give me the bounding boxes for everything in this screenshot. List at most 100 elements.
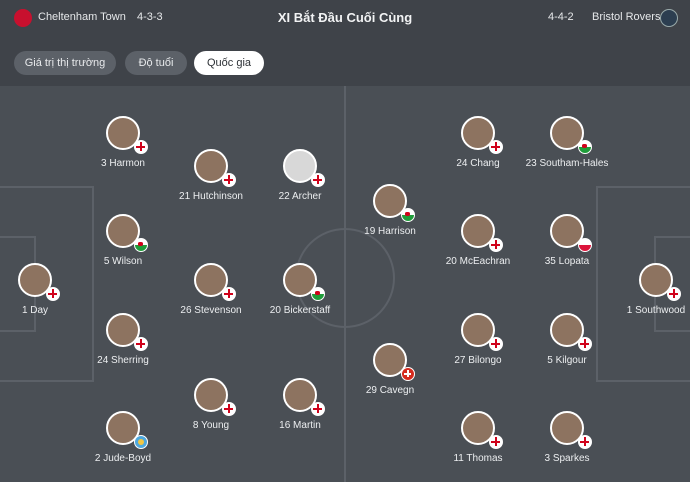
player-day[interactable]: 1 Day: [0, 263, 95, 316]
player-thomas[interactable]: 11 Thomas: [418, 411, 538, 464]
home-penalty-box: [0, 186, 94, 382]
player-southam-hales[interactable]: 23 Southam-Hales: [507, 116, 627, 169]
england-flag-icon: [578, 435, 592, 449]
avatar: [550, 411, 592, 449]
avatar: [106, 411, 148, 449]
england-flag-icon: [489, 140, 503, 154]
wales-flag-icon: [134, 238, 148, 252]
player-label: 24 Chang: [456, 158, 500, 169]
avatar: [373, 343, 415, 381]
poland-flag-icon: [578, 238, 592, 252]
avatar: [373, 184, 415, 222]
player-label: 35 Lopata: [544, 256, 590, 267]
page-title: XI Bắt Đầu Cuối Cùng: [277, 10, 413, 25]
avatar: [18, 263, 60, 301]
avatar: [106, 116, 148, 154]
england-flag-icon: [134, 337, 148, 351]
player-archer[interactable]: 22 Archer: [240, 149, 360, 202]
player-label: 21 Hutchinson: [179, 191, 243, 202]
player-chang[interactable]: 24 Chang: [418, 116, 538, 169]
pitch: 1 Day 3 Harmon 5 Wilson 24 Sherring 2 Ju…: [0, 86, 690, 482]
avatar: [283, 263, 325, 301]
bristol-rovers-crest-icon: [660, 9, 678, 27]
player-label: 16 Martin: [279, 420, 321, 431]
avatar: [639, 263, 681, 301]
player-jude-boyd[interactable]: 2 Jude-Boyd: [63, 411, 183, 464]
away-team-name[interactable]: Bristol Rovers: [592, 11, 661, 23]
avatar: [194, 149, 236, 187]
player-stevenson[interactable]: 26 Stevenson: [151, 263, 271, 316]
switzerland-flag-icon: [401, 367, 415, 381]
england-flag-icon: [311, 402, 325, 416]
player-southwood[interactable]: 1 Southwood: [596, 263, 690, 316]
player-label: 19 Harrison: [364, 226, 416, 237]
player-mceachran[interactable]: 20 McEachran: [418, 214, 538, 267]
player-label: 22 Archer: [278, 191, 322, 202]
away-penalty-box: [596, 186, 690, 382]
player-label: 27 Bilongo: [454, 355, 502, 366]
england-flag-icon: [134, 140, 148, 154]
player-harrison[interactable]: 19 Harrison: [330, 184, 450, 237]
player-harmon[interactable]: 3 Harmon: [63, 116, 183, 169]
cheltenham-crest-icon: [14, 9, 32, 27]
england-flag-icon: [222, 173, 236, 187]
avatar-placeholder: [283, 149, 325, 187]
player-label: 3 Sparkes: [544, 453, 590, 464]
player-kilgour[interactable]: 5 Kilgour: [507, 313, 627, 366]
england-flag-icon: [489, 337, 503, 351]
tab-age[interactable]: Độ tuổi: [125, 51, 187, 75]
player-label: 20 Bickerstaff: [269, 305, 331, 316]
avatar: [461, 313, 503, 351]
player-label: 2 Jude-Boyd: [94, 453, 152, 464]
filter-tabs: Giá trị thị trường Độ tuổi Quốc gia: [0, 38, 690, 86]
avatar: [550, 313, 592, 351]
tab-nationality[interactable]: Quốc gia: [194, 51, 264, 75]
avatar: [461, 116, 503, 154]
england-flag-icon: [489, 238, 503, 252]
avatar: [550, 214, 592, 252]
england-flag-icon: [578, 337, 592, 351]
player-label: 5 Wilson: [103, 256, 143, 267]
player-bilongo[interactable]: 27 Bilongo: [418, 313, 538, 366]
player-label: 1 Day: [21, 305, 49, 316]
wales-flag-icon: [578, 140, 592, 154]
wales-flag-icon: [311, 287, 325, 301]
player-sherring[interactable]: 24 Sherring: [63, 313, 183, 366]
player-label: 24 Sherring: [97, 355, 149, 366]
avatar: [283, 378, 325, 416]
player-young[interactable]: 8 Young: [151, 378, 271, 431]
player-cavegn[interactable]: 29 Cavegn: [330, 343, 450, 396]
match-header: Cheltenham Town 4-3-3 XI Bắt Đầu Cuối Cù…: [0, 0, 690, 38]
avatar: [106, 313, 148, 351]
player-wilson[interactable]: 5 Wilson: [63, 214, 183, 267]
avatar: [194, 378, 236, 416]
england-flag-icon: [667, 287, 681, 301]
player-bickerstaff[interactable]: 20 Bickerstaff: [240, 263, 360, 316]
england-flag-icon: [222, 402, 236, 416]
player-label: 5 Kilgour: [547, 355, 587, 366]
player-label: 23 Southam-Hales: [525, 158, 609, 169]
player-sparkes[interactable]: 3 Sparkes: [507, 411, 627, 464]
player-label: 11 Thomas: [453, 453, 503, 464]
player-label: 26 Stevenson: [180, 305, 242, 316]
home-formation: 4-3-3: [137, 11, 163, 23]
sierra-leone-flag-icon: [134, 435, 148, 449]
wales-flag-icon: [401, 208, 415, 222]
avatar: [461, 411, 503, 449]
avatar: [194, 263, 236, 301]
player-lopata[interactable]: 35 Lopata: [507, 214, 627, 267]
home-team-name[interactable]: Cheltenham Town: [38, 11, 126, 23]
player-label: 1 Southwood: [626, 305, 686, 316]
player-label: 8 Young: [192, 420, 230, 431]
england-flag-icon: [489, 435, 503, 449]
england-flag-icon: [46, 287, 60, 301]
tab-market-value[interactable]: Giá trị thị trường: [14, 51, 116, 75]
player-martin[interactable]: 16 Martin: [240, 378, 360, 431]
away-formation: 4-4-2: [548, 11, 574, 23]
england-flag-icon: [222, 287, 236, 301]
player-label: 3 Harmon: [101, 158, 145, 169]
england-flag-icon: [311, 173, 325, 187]
player-hutchinson[interactable]: 21 Hutchinson: [151, 149, 271, 202]
avatar: [461, 214, 503, 252]
avatar: [106, 214, 148, 252]
